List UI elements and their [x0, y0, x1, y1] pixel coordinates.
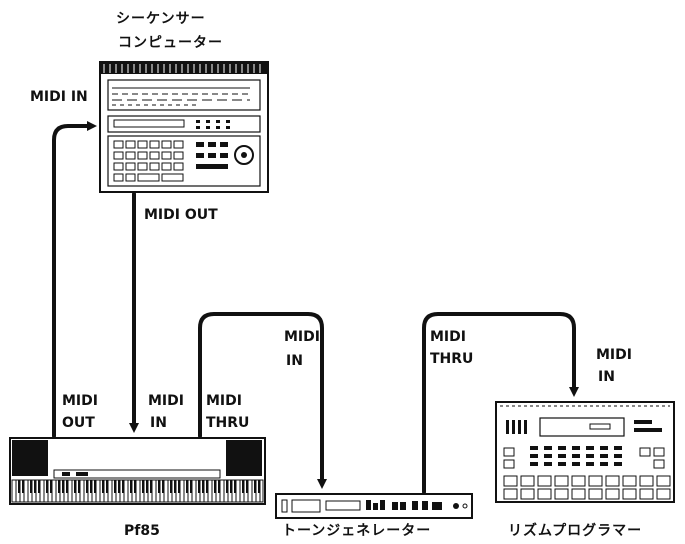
label-piano-in-line2: IN: [150, 414, 167, 432]
piano-pf85: [10, 438, 265, 504]
cable-piano-out-to-seq-in: [54, 126, 92, 436]
rhythm-programmer-name: リズムプログラマー: [508, 522, 642, 540]
label-tone-thru-line2: THRU: [430, 350, 473, 368]
sequencer-name-line1: シーケンサー: [116, 10, 206, 28]
label-seq-midi-out: MIDI OUT: [144, 206, 218, 224]
sequencer-computer: [100, 62, 268, 192]
sequencer-name-line2: コンピューター: [118, 34, 223, 52]
label-seq-midi-in: MIDI IN: [30, 88, 88, 106]
rhythm-programmer: [496, 402, 674, 502]
label-piano-thru-line2: THRU: [206, 414, 249, 432]
label-piano-in-line1: MIDI: [148, 392, 184, 410]
label-rhythm-in-line1: MIDI: [596, 346, 632, 364]
label-piano-out-line2: OUT: [62, 414, 95, 432]
piano-name: Pf85: [124, 522, 160, 540]
tone-generator: [276, 494, 472, 518]
label-piano-out-line1: MIDI: [62, 392, 98, 410]
label-tone-in-line2: IN: [286, 352, 303, 370]
label-tone-thru-line1: MIDI: [430, 328, 466, 346]
label-piano-thru-line1: MIDI: [206, 392, 242, 410]
tone-generator-name: トーンジェネレーター: [282, 522, 431, 540]
label-rhythm-in-line2: IN: [598, 368, 615, 386]
label-tone-in-line1: MIDI: [284, 328, 320, 346]
